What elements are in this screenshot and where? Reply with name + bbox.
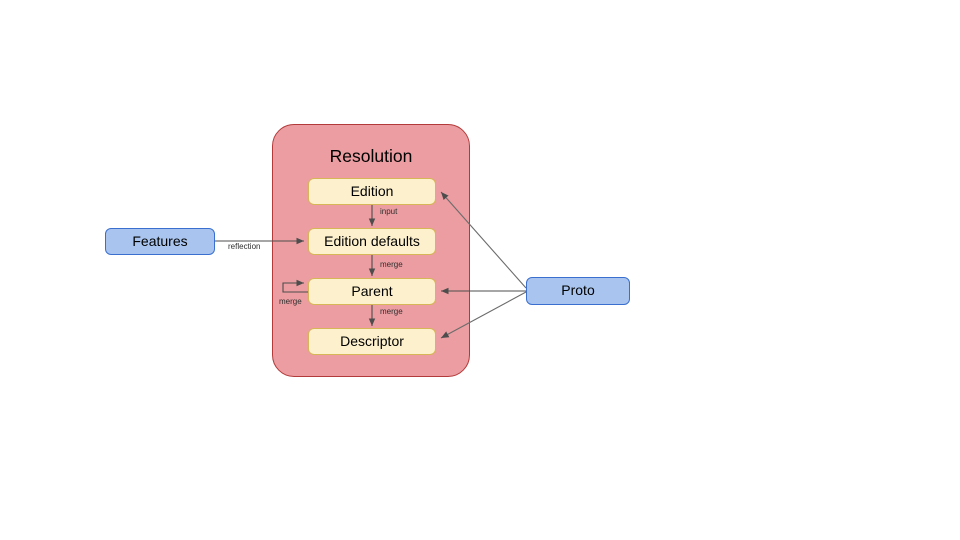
edge-label-merge-parent-self: merge <box>279 297 302 306</box>
edge-label-input: input <box>380 207 398 216</box>
node-proto[interactable]: Proto <box>526 277 630 305</box>
node-features[interactable]: Features <box>105 228 215 255</box>
node-descriptor[interactable]: Descriptor <box>308 328 436 355</box>
resolution-group-title: Resolution <box>329 145 413 166</box>
node-proto-label: Proto <box>561 282 595 299</box>
node-features-label: Features <box>132 232 188 249</box>
node-edition[interactable]: Edition <box>308 178 436 205</box>
edge-label-merge-edition-defaults-to-parent: merge <box>380 260 403 269</box>
node-parent-label: Parent <box>351 282 393 299</box>
edge-label-reflection: reflection <box>228 242 261 251</box>
node-edition-defaults-label: Edition defaults <box>324 232 420 249</box>
node-descriptor-label: Descriptor <box>340 332 404 349</box>
node-edition-label: Edition <box>350 182 394 199</box>
node-edition-defaults[interactable]: Edition defaults <box>308 228 436 255</box>
edge-label-merge-parent-to-descriptor: merge <box>380 307 403 316</box>
node-parent[interactable]: Parent <box>308 278 436 305</box>
